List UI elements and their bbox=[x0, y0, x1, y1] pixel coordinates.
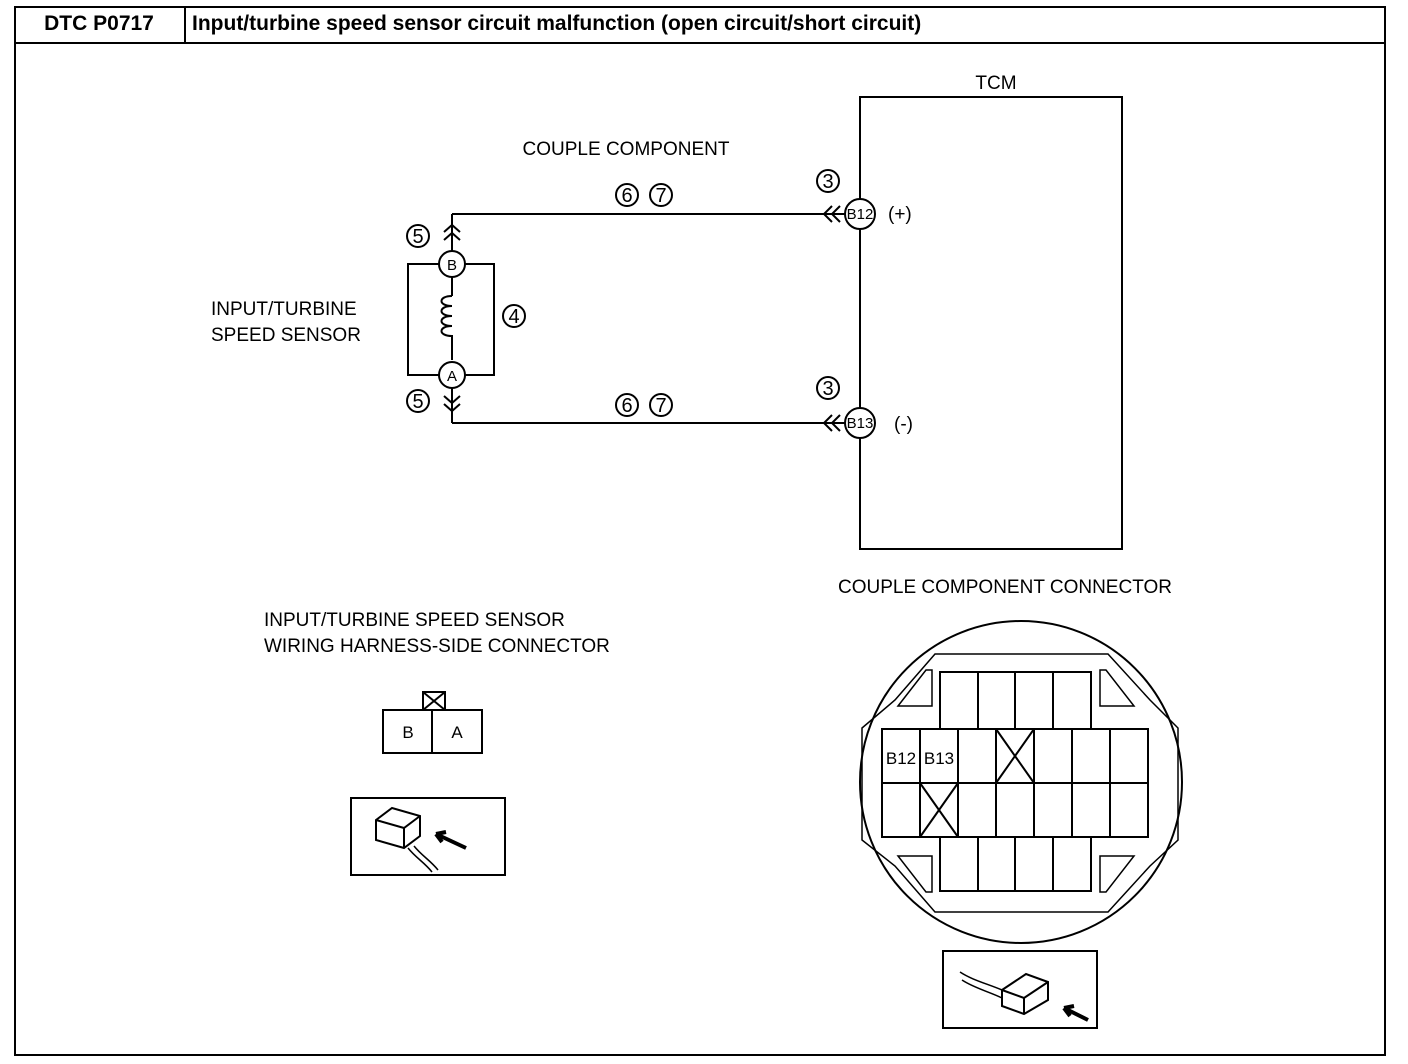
header-bar bbox=[14, 6, 1386, 44]
sensor-connector-label-line1: INPUT/TURBINE SPEED SENSOR bbox=[264, 610, 565, 631]
connector-chevron-upper-icon bbox=[443, 223, 461, 241]
sensor-label-line2: SPEED SENSOR bbox=[211, 325, 361, 346]
sensor-label-line1: INPUT/TURBINE bbox=[211, 299, 357, 320]
step-7-upper: 7 bbox=[655, 185, 666, 207]
terminal-b-label: B bbox=[447, 257, 457, 274]
sensor-connector-view-box bbox=[350, 797, 506, 876]
tcm-label: TCM bbox=[975, 73, 1016, 94]
couple-connector-terminal-b12: B12 bbox=[886, 749, 916, 768]
connector-chevron-b12-icon bbox=[822, 205, 841, 223]
couple-component-label: COUPLE COMPONENT bbox=[523, 139, 730, 160]
dtc-title: Input/turbine speed sensor circuit malfu… bbox=[192, 12, 922, 35]
couple-connector-view-icon bbox=[959, 971, 1089, 1022]
unused-cavity-icon bbox=[919, 782, 959, 838]
step-5-upper: 5 bbox=[412, 226, 423, 248]
tcm-box bbox=[859, 96, 1123, 550]
polarity-minus-label: (-) bbox=[894, 414, 913, 435]
step-4: 4 bbox=[508, 306, 519, 328]
unused-cavity-icon bbox=[995, 728, 1035, 784]
couple-connector-label: COUPLE COMPONENT CONNECTOR bbox=[838, 577, 1172, 598]
sensor-connector-view-icon bbox=[375, 806, 467, 873]
connector-chevron-lower-icon bbox=[443, 395, 461, 413]
step-3-upper: 3 bbox=[822, 171, 833, 193]
couple-connector-inner-outline bbox=[861, 653, 1179, 913]
connector-chevron-b13-icon bbox=[822, 414, 841, 432]
couple-connector-outline bbox=[859, 620, 1183, 944]
diagram-frame bbox=[14, 6, 1386, 1056]
pin-b12-label: B12 bbox=[847, 206, 874, 223]
terminal-b-circle bbox=[438, 250, 466, 278]
dtc-code: DTC P0717 bbox=[14, 6, 186, 44]
pin-b13-label: B13 bbox=[847, 415, 874, 432]
step-3-lower: 3 bbox=[822, 378, 833, 400]
step-5-lower: 5 bbox=[412, 391, 423, 413]
step-6-upper: 6 bbox=[621, 185, 632, 207]
terminal-a-circle bbox=[438, 361, 466, 389]
step-6-lower: 6 bbox=[621, 395, 632, 417]
couple-connector-terminal-b13: B13 bbox=[924, 749, 954, 768]
polarity-plus-label: (+) bbox=[888, 204, 912, 225]
sensor-connector-label-line2: WIRING HARNESS-SIDE CONNECTOR bbox=[264, 636, 610, 657]
sensor-connector-lock-icon bbox=[422, 691, 446, 711]
couple-connector-view-box bbox=[942, 950, 1098, 1029]
pin-b13-circle bbox=[844, 407, 876, 439]
sensor-connector-terminal-a: A bbox=[451, 723, 463, 742]
terminal-a-label: A bbox=[447, 368, 457, 385]
sensor-connector-terminal-b: B bbox=[402, 723, 413, 742]
step-7-lower: 7 bbox=[655, 395, 666, 417]
coil-icon bbox=[440, 295, 453, 342]
pin-b12-circle bbox=[844, 198, 876, 230]
